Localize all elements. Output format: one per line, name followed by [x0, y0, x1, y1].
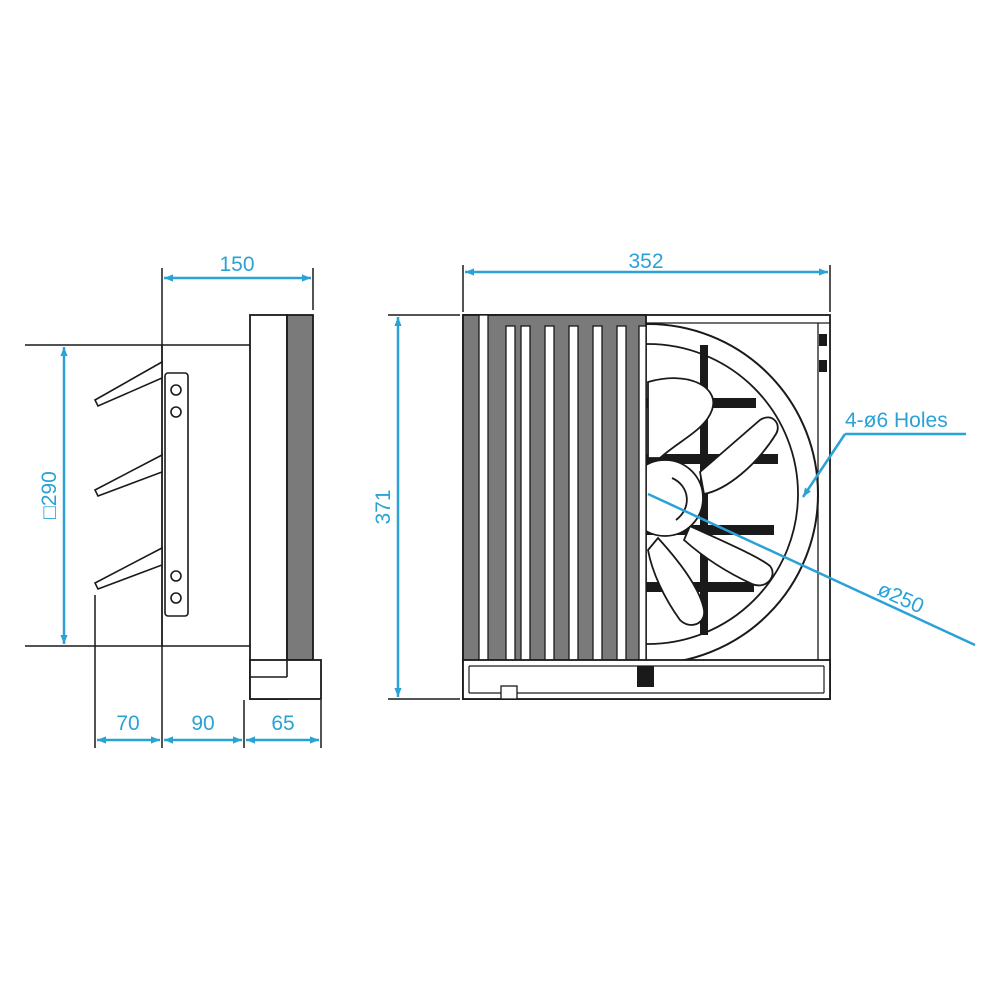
base-switch-indicator: [637, 666, 654, 687]
label-front-width: 352: [628, 250, 663, 273]
shutter-louvre-2: [93, 453, 163, 498]
frame-slot-2: [819, 360, 827, 372]
fan-hub-detail: [671, 477, 688, 521]
leader-fan-diameter: [647, 492, 976, 647]
label-mounting-holes: 4-ø6 Holes: [845, 409, 948, 432]
louvre-slat-8: [638, 325, 647, 663]
frame-slot-1: [819, 334, 827, 346]
side-base: [249, 659, 322, 700]
louvre-slat-3: [520, 325, 531, 663]
label-shutter-depth: 70: [116, 712, 139, 735]
label-grille-depth: 65: [271, 712, 294, 735]
louvre-slat-6: [592, 325, 603, 663]
front-view: 352 371 4-ø6 Holes ø250: [372, 250, 976, 700]
label-depth-total: 150: [219, 253, 254, 276]
bracket-hole-2: [170, 406, 182, 418]
label-body-depth: 90: [191, 712, 214, 735]
label-fan-diameter: ø250: [874, 578, 927, 618]
louvre-slat-4: [544, 325, 555, 663]
side-view: 150 □290 70 90 65: [25, 253, 322, 748]
side-frame: [249, 314, 288, 700]
fan-blade-top: [647, 377, 715, 459]
base-tab: [500, 685, 518, 700]
shutter-louvre-3: [93, 546, 163, 591]
bracket-hole-3: [170, 570, 182, 582]
guard-bar-2: [646, 454, 778, 464]
louvre-slat-5: [568, 325, 579, 663]
leader-holes: [801, 433, 847, 498]
side-grille: [286, 314, 314, 661]
louvre-slat-2: [505, 325, 516, 663]
mounting-bracket: [164, 372, 189, 617]
guard-bar-3: [646, 525, 774, 535]
louvre-slat-1: [478, 314, 489, 663]
fan-blade-lower-right: [682, 524, 774, 587]
bracket-hole-4: [170, 592, 182, 604]
louvre-slat-7: [616, 325, 627, 663]
label-height-square: □290: [38, 471, 61, 519]
shutter-louvre-1: [93, 360, 163, 408]
fan-blade-bottom: [647, 536, 705, 626]
fan-blade-right: [699, 416, 779, 496]
bracket-hole-1: [170, 384, 182, 396]
label-front-height: 371: [372, 489, 395, 524]
